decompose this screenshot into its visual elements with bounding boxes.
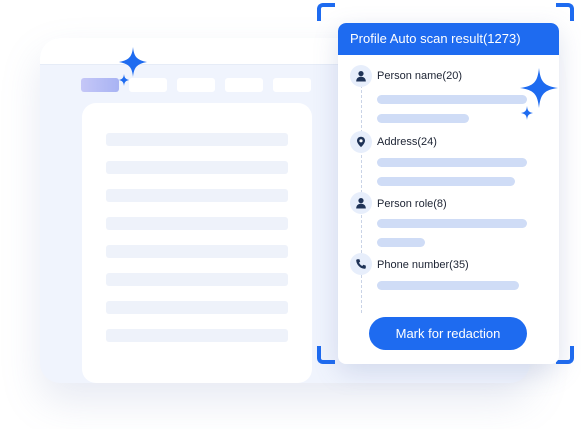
placeholder-bar [377,238,425,247]
placeholder-bar [377,95,527,104]
mark-for-redaction-button[interactable]: Mark for redaction [369,317,527,350]
result-item-label[interactable]: Phone number(35) [377,259,469,271]
placeholder-bar [377,177,515,186]
result-item-label[interactable]: Person role(8) [377,198,447,210]
sparkle-icon [119,47,147,86]
document-text-line [106,245,288,258]
person-icon [350,65,372,87]
tab[interactable] [129,78,167,92]
placeholder-bar [377,158,527,167]
document-text-line [106,189,288,202]
tab-active[interactable] [81,78,119,92]
placeholder-bar [377,281,519,290]
document-text-line [106,133,288,146]
location-pin-icon [350,131,372,153]
tab[interactable] [225,78,263,92]
result-item-label[interactable]: Address(24) [377,136,437,148]
scan-frame-corner [317,3,335,21]
placeholder-bar [377,114,469,123]
person-icon [350,192,372,214]
document-text-line [106,161,288,174]
scan-frame-corner [556,346,574,364]
document-text-line [106,217,288,230]
card-title: Profile Auto scan result(1273) [338,23,559,55]
placeholder-bar [377,219,527,228]
scan-result-card: Profile Auto scan result(1273) Person na… [338,23,559,364]
tab[interactable] [177,78,215,92]
tab[interactable] [273,78,311,92]
document-panel [82,103,312,383]
sparkle-icon [520,68,558,120]
phone-icon [350,253,372,275]
document-text-line [106,273,288,286]
scan-frame-corner [556,3,574,21]
result-item-label[interactable]: Person name(20) [377,70,462,82]
document-text-line [106,329,288,342]
document-text-line [106,301,288,314]
scan-frame-corner [317,346,335,364]
